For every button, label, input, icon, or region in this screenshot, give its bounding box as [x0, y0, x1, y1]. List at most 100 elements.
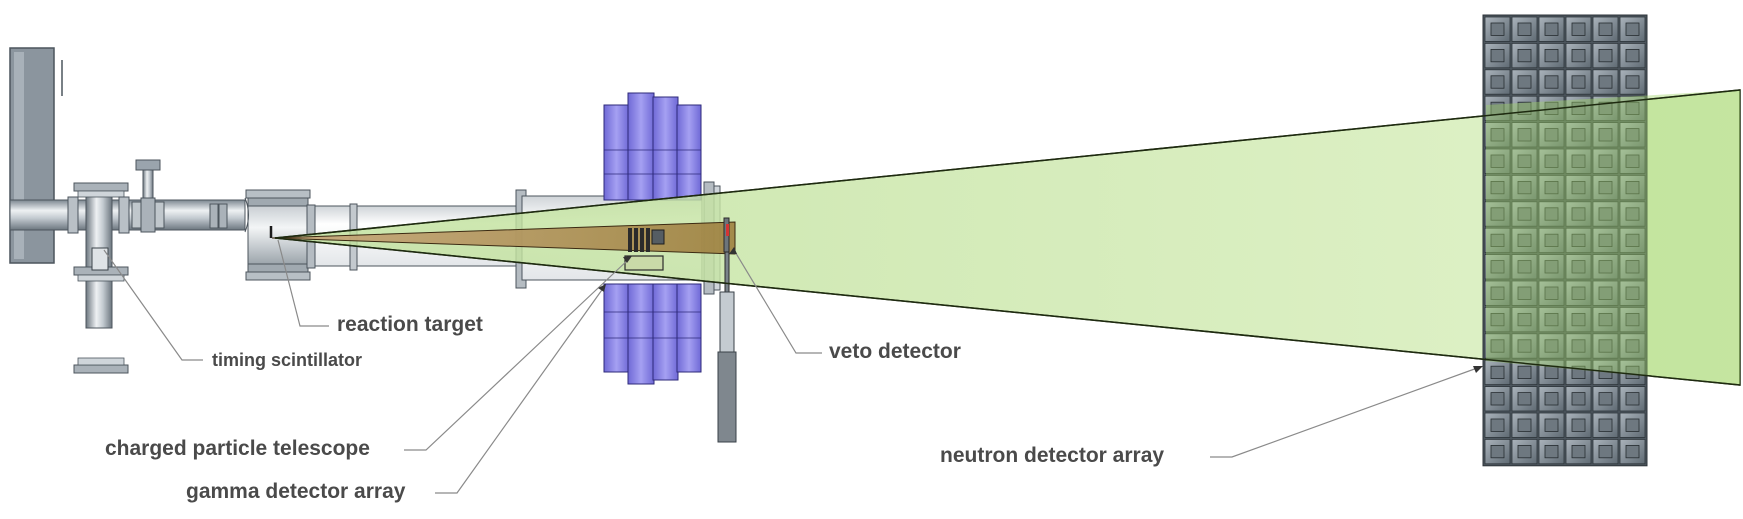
- neutron-cell-icon: [1592, 412, 1619, 438]
- neutron-cell-icon: [1538, 412, 1565, 438]
- neutron-cell-icon: [1484, 16, 1511, 42]
- label-neutron-detector-array: neutron detector array: [940, 444, 1165, 467]
- arrowhead-gamma: [598, 284, 606, 292]
- neutron-cell-icon: [1538, 227, 1565, 253]
- neutron-cell-icon: [1484, 227, 1511, 253]
- gamma-crystal-icon: [603, 92, 702, 201]
- vacuum-chamber-icon: [244, 189, 311, 281]
- gamma-crystal-icon: [603, 283, 702, 385]
- neutron-cell-icon: [1484, 174, 1511, 201]
- neutron-cell-icon: [1538, 16, 1565, 42]
- gamma-detector-array: [603, 92, 702, 385]
- neutron-cell-icon: [1511, 69, 1538, 95]
- neutron-cell-icon: [1538, 333, 1565, 359]
- neutron-cell-icon: [1565, 201, 1592, 227]
- neutron-cell-icon: [1592, 16, 1619, 42]
- neutron-cell-icon: [1565, 227, 1592, 253]
- neutron-cell-icon: [1619, 306, 1646, 333]
- neutron-cell-icon: [1619, 69, 1646, 95]
- neutron-cell-icon: [1511, 254, 1538, 280]
- leader-gamma-detector-array: [435, 286, 605, 494]
- neutron-cell-icon: [1511, 280, 1538, 306]
- neutron-cell-icon: [1565, 412, 1592, 438]
- neutron-cell-icon: [1592, 333, 1619, 359]
- neutron-cell-icon: [1484, 280, 1511, 306]
- neutron-cell-icon: [1511, 174, 1538, 201]
- leader-veto-detector: [733, 249, 822, 354]
- neutron-cell-icon: [1592, 95, 1619, 121]
- neutron-cell-icon: [1565, 69, 1592, 95]
- neutron-cell-icon: [1619, 254, 1646, 280]
- neutron-cell-icon: [1565, 280, 1592, 306]
- neutron-cell-icon: [1592, 148, 1619, 174]
- neutron-cell-icon: [1565, 122, 1592, 148]
- neutron-detector-array: [1482, 14, 1648, 467]
- neutron-cell-icon: [1565, 16, 1592, 42]
- neutron-cell-icon: [1538, 306, 1565, 333]
- neutron-cell-icon: [1511, 122, 1538, 148]
- neutron-cell-icon: [1592, 201, 1619, 227]
- neutron-cone-edge-bottom: [274, 237, 1741, 386]
- neutron-cell-icon: [1592, 227, 1619, 253]
- neutron-cell-icon: [1619, 333, 1646, 359]
- neutron-cell-icon: [1592, 386, 1619, 412]
- arrowhead-veto: [729, 247, 737, 254]
- label-charged-particle-telescope: charged particle telescope: [105, 437, 370, 460]
- neutron-cone-overlay: [1486, 90, 1740, 385]
- neutron-cell-icon: [1511, 306, 1538, 333]
- neutron-cell-icon: [1484, 386, 1511, 412]
- neutron-cell-icon: [1619, 227, 1646, 253]
- beamline-wall: [9, 47, 63, 264]
- neutron-cell-icon: [1484, 69, 1511, 95]
- neutron-cell-icon: [1619, 43, 1646, 69]
- neutron-cell-icon: [1619, 438, 1646, 465]
- neutron-cell-icon: [1538, 69, 1565, 95]
- valve-icon: [131, 159, 165, 233]
- arrowhead-charged: [623, 256, 632, 263]
- timing-scintillator-cross: [67, 182, 130, 374]
- neutron-cell-icon: [1592, 438, 1619, 465]
- neutron-cell-icon: [1565, 254, 1592, 280]
- neutron-cell-icon: [1511, 333, 1538, 359]
- neutron-cell-icon: [1538, 438, 1565, 465]
- neutron-cell-icon: [1619, 412, 1646, 438]
- leader-reaction-target: [277, 239, 329, 327]
- neutron-cell-icon: [1484, 412, 1511, 438]
- leader-charged-particle-telescope: [404, 257, 631, 451]
- leader-timing-scintillator: [103, 249, 203, 361]
- leader-lines: [103, 239, 1481, 494]
- leader-arrowheads: [598, 247, 1483, 373]
- neutron-cell-icon: [1538, 43, 1565, 69]
- neutron-cell-icon: [1538, 254, 1565, 280]
- charged-particle-cone: [271, 221, 736, 255]
- neutron-cell-icon: [1511, 386, 1538, 412]
- neutron-cell-icon: [1511, 95, 1538, 121]
- neutron-cell-icon: [1538, 201, 1565, 227]
- neutron-cell-icon: [1511, 16, 1538, 42]
- neutron-cell-icon: [1592, 174, 1619, 201]
- veto-detector: [717, 217, 737, 443]
- neutron-cell-icon: [1484, 254, 1511, 280]
- neutron-cell-icon: [1619, 201, 1646, 227]
- neutron-cell-icon: [1538, 386, 1565, 412]
- neutron-cell-icon: [1565, 306, 1592, 333]
- neutron-cell-icon: [1592, 280, 1619, 306]
- charged-particle-telescope: [624, 228, 665, 271]
- neutron-cell-icon: [1538, 174, 1565, 201]
- neutron-cell-icon: [1592, 122, 1619, 148]
- neutron-cell-icon: [1619, 122, 1646, 148]
- neutron-cell-icon: [1484, 333, 1511, 359]
- neutron-cell-icon: [1592, 306, 1619, 333]
- neutron-cell-icon: [1565, 386, 1592, 412]
- neutron-cell-icon: [1538, 122, 1565, 148]
- label-veto-detector: veto detector: [829, 340, 961, 363]
- neutron-cell-icon: [1484, 359, 1511, 386]
- neutron-cell-icon: [1565, 359, 1592, 386]
- neutron-cell-icon: [1484, 95, 1511, 121]
- neutron-cell-icon: [1619, 95, 1646, 121]
- pmt-icon: [717, 291, 737, 443]
- neutron-cell-icon: [1511, 412, 1538, 438]
- neutron-cell-icon: [1511, 43, 1538, 69]
- neutron-cell-icon: [1538, 148, 1565, 174]
